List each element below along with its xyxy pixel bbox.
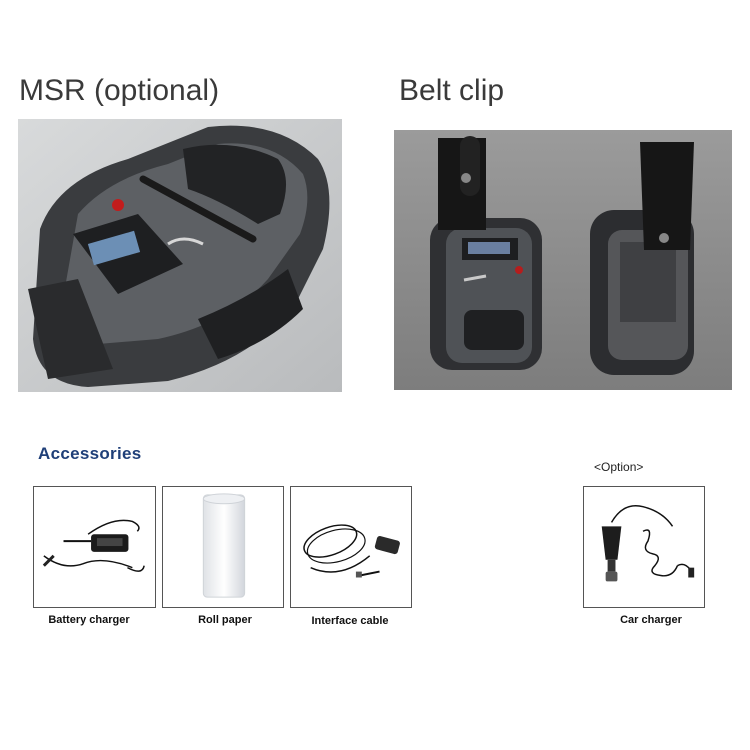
roll-paper-icon <box>202 493 246 598</box>
roll-paper-caption: Roll paper <box>198 614 252 626</box>
interface-cable-icon <box>303 524 400 578</box>
belt-clip-image <box>394 130 732 390</box>
car-charger-icon <box>601 505 695 582</box>
belt-clip-heading: Belt clip <box>399 74 505 107</box>
roll-paper-thumbnail <box>162 486 284 608</box>
msr-printer-image <box>18 119 342 392</box>
battery-charger-thumbnail <box>33 486 156 608</box>
interface-cable-caption: Interface cable <box>311 615 389 627</box>
battery-charger-icon <box>42 519 145 572</box>
accessories-title: Accessories <box>38 444 142 463</box>
car-charger-caption: Car charger <box>620 614 682 626</box>
battery-charger-caption: Battery charger <box>48 614 130 626</box>
car-charger-thumbnail <box>583 486 705 608</box>
interface-cable-thumbnail <box>290 486 412 608</box>
msr-heading: MSR (optional) <box>19 74 220 107</box>
option-label: <Option> <box>594 460 644 474</box>
